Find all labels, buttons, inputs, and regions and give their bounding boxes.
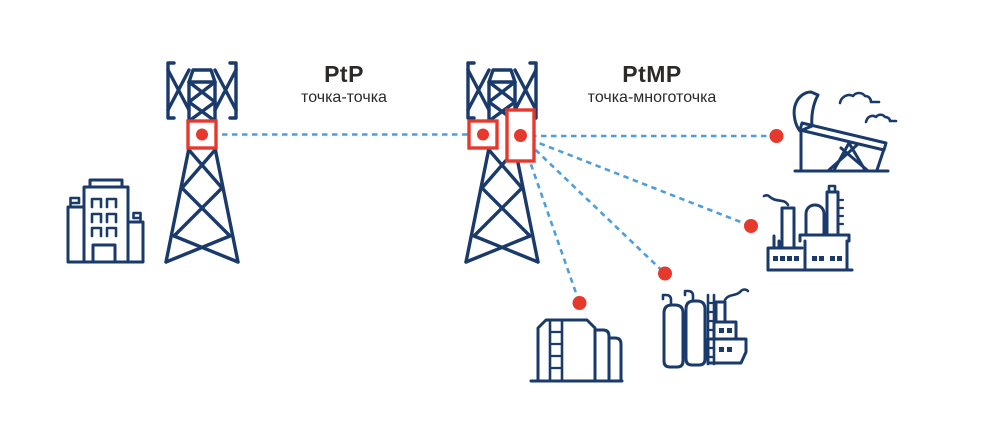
cloud-icon <box>864 113 898 124</box>
ptp-label: PtP точка-точка <box>264 62 424 107</box>
ptp-radio-left-device <box>186 119 218 150</box>
ptp-subtitle: точка-точка <box>301 89 387 106</box>
link-to-refinery <box>520 134 752 228</box>
smoke-icon <box>762 194 790 207</box>
refinery-icon <box>762 184 854 272</box>
ptmp-subtitle: точка-многоточка <box>587 89 717 106</box>
smoke-icon <box>723 288 750 302</box>
oil-pumpjack-icon <box>792 90 898 173</box>
ptmp-label: PtMP точка-многоточка <box>552 62 752 107</box>
endpoint-dot-pumpjack <box>769 129 784 143</box>
ptp-title: PtP <box>324 61 364 87</box>
telecom-tower-center-icon <box>464 61 540 264</box>
radio-dot <box>514 129 527 142</box>
telecom-tower-left-icon <box>164 61 240 264</box>
radio-dot <box>477 128 489 141</box>
ptp-radio-right-device <box>467 119 499 150</box>
gas-plant-icon <box>661 288 750 369</box>
link-endpoint-dots <box>572 129 784 310</box>
link-to-gas-plant <box>520 135 666 275</box>
endpoint-dot-refinery <box>744 219 758 233</box>
endpoint-dot-gas-plant <box>658 266 672 281</box>
storage-tanks-icon <box>529 318 624 383</box>
ptmp-title: PtMP <box>622 61 682 87</box>
cloud-icon <box>838 91 881 105</box>
ptmp-radio-device <box>505 108 536 163</box>
ptmp-links <box>519 134 770 304</box>
endpoint-dot-storage-tanks <box>572 296 587 310</box>
radio-dot <box>196 128 208 141</box>
office-building-icon <box>66 178 145 264</box>
